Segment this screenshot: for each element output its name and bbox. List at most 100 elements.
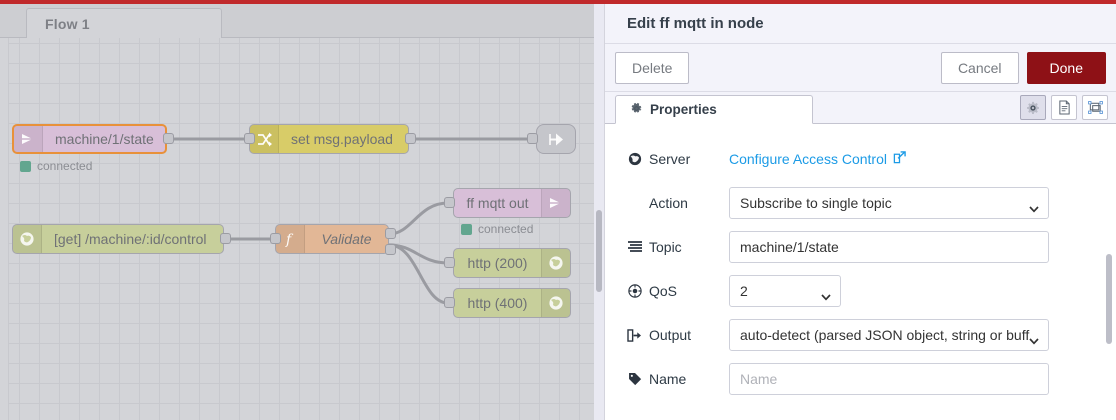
- cancel-button[interactable]: Cancel: [940, 51, 1019, 84]
- edit-node-panel: Edit ff mqtt in node Delete Cancel Done …: [604, 4, 1116, 420]
- workspace-scrollbar[interactable]: [594, 4, 604, 420]
- topic-label-text: Topic: [649, 239, 682, 255]
- chevron-down-icon: [1029, 200, 1039, 213]
- tab-properties-label: Properties: [650, 102, 717, 117]
- node-change-output-port[interactable]: [405, 133, 416, 144]
- node-change[interactable]: set msg.payload: [249, 124, 409, 154]
- panel-tab-bar: Properties: [605, 92, 1116, 124]
- node-mqtt-in-status: connected: [20, 159, 92, 173]
- name-label-text: Name: [649, 371, 687, 387]
- output-label: Output: [627, 327, 729, 343]
- field-row-action: Action Subscribe to single topic: [605, 181, 1116, 225]
- topic-input-value: machine/1/state: [740, 239, 839, 255]
- output-select[interactable]: auto-detect (parsed JSON object, string …: [729, 319, 1049, 351]
- gear-icon: [630, 102, 643, 118]
- node-function-input-port[interactable]: [270, 233, 281, 244]
- action-select-value: Subscribe to single topic: [740, 195, 892, 211]
- node-link-out-input-port[interactable]: [527, 133, 538, 144]
- appearance-icon-button[interactable]: [1082, 95, 1108, 120]
- node-link-out[interactable]: [536, 124, 576, 154]
- qos-select[interactable]: 2: [729, 275, 841, 307]
- node-function[interactable]: f Validate: [275, 224, 389, 254]
- node-mqtt-out-status: connected: [461, 222, 533, 236]
- status-dot-green: [461, 223, 472, 235]
- done-button[interactable]: Done: [1026, 51, 1106, 84]
- node-mqtt-in-label: machine/1/state: [55, 131, 154, 147]
- node-http-in[interactable]: [get] /machine/:id/control: [12, 224, 224, 254]
- link-out-icon: [537, 131, 575, 148]
- node-http-200-input-port[interactable]: [444, 257, 455, 268]
- globe-icon: [541, 289, 570, 317]
- delete-button[interactable]: Delete: [615, 51, 690, 84]
- flow-tab-label: Flow 1: [45, 15, 90, 32]
- field-row-topic: Topic machine/1/state: [605, 225, 1116, 269]
- field-row-output: Output auto-detect (parsed JSON object, …: [605, 313, 1116, 357]
- configure-access-control-text: Configure Access Control: [729, 151, 887, 167]
- gear-icon-button[interactable]: [1020, 95, 1046, 120]
- workspace-scrollbar-thumb[interactable]: [596, 210, 602, 292]
- node-mqtt-out-input-port[interactable]: [444, 197, 455, 208]
- globe-icon: [13, 225, 42, 253]
- mqtt-icon: [14, 126, 43, 152]
- globe-icon: [541, 249, 570, 277]
- node-http-400[interactable]: http (400): [453, 288, 571, 318]
- flow-tab-flow-1[interactable]: Flow 1: [26, 8, 222, 38]
- node-http-400-label: http (400): [467, 295, 528, 311]
- name-input-placeholder: Name: [740, 371, 778, 387]
- server-label-text: Server: [649, 151, 691, 167]
- canvas-gutter: [0, 38, 9, 420]
- mqtt-icon: [541, 189, 570, 217]
- description-icon-button[interactable]: [1051, 95, 1077, 120]
- node-mqtt-out[interactable]: ff mqtt out: [453, 188, 571, 218]
- node-function-label: Validate: [321, 231, 372, 247]
- tag-icon: [627, 372, 642, 386]
- node-http-200[interactable]: http (200): [453, 248, 571, 278]
- panel-scrollbar-thumb[interactable]: [1106, 254, 1112, 344]
- output-label-text: Output: [649, 327, 692, 343]
- action-select[interactable]: Subscribe to single topic: [729, 187, 1049, 219]
- svg-text:f: f: [285, 232, 294, 247]
- node-function-output-port-1[interactable]: [385, 228, 396, 239]
- configure-access-control-link[interactable]: Configure Access Control: [729, 151, 906, 167]
- tab-properties[interactable]: Properties: [615, 95, 813, 124]
- panel-header: Edit ff mqtt in node: [605, 4, 1116, 44]
- action-label: Action: [627, 195, 729, 211]
- wire-function-to-http400: [388, 243, 449, 305]
- node-function-output-port-2[interactable]: [385, 244, 396, 255]
- output-select-value: auto-detect (parsed JSON object, string …: [740, 327, 1030, 343]
- node-http-200-label: http (200): [467, 255, 528, 271]
- server-label: Server: [627, 151, 729, 167]
- field-row-server: Server Configure Access Control: [605, 137, 1116, 181]
- action-label-text: Action: [649, 195, 688, 211]
- node-change-input-port[interactable]: [244, 133, 255, 144]
- wire-function-to-mqttout: [388, 201, 449, 236]
- node-change-label: set msg.payload: [291, 131, 393, 147]
- qos-label-text: QoS: [649, 283, 678, 299]
- globe-icon: [627, 152, 642, 166]
- name-input[interactable]: Name: [729, 363, 1049, 395]
- qos-select-value: 2: [740, 283, 748, 299]
- chevron-down-icon: [821, 288, 831, 301]
- flow-canvas[interactable]: machine/1/state connected set msg.payloa: [0, 38, 600, 420]
- panel-title-text: Edit ff mqtt in node: [627, 15, 764, 32]
- panel-scrollbar[interactable]: [1105, 8, 1114, 420]
- node-http-in-label: [get] /machine/:id/control: [54, 231, 207, 247]
- field-row-name: Name Name: [605, 357, 1116, 401]
- node-mqtt-in-status-label: connected: [37, 159, 93, 173]
- node-mqtt-in[interactable]: machine/1/state: [12, 124, 167, 154]
- panel-tab-icon-group: [1020, 95, 1108, 120]
- external-link-icon: [893, 151, 906, 167]
- flow-workspace[interactable]: Flow 1 mac: [0, 4, 600, 420]
- field-row-qos: QoS 2: [605, 269, 1116, 313]
- sign-out-icon: [627, 328, 642, 342]
- flow-tab-bar: Flow 1: [0, 4, 600, 38]
- topic-label: Topic: [627, 239, 729, 255]
- status-dot-green: [20, 160, 31, 172]
- topic-input[interactable]: machine/1/state: [729, 231, 1049, 263]
- node-http-in-output-port[interactable]: [220, 233, 231, 244]
- change-icon: [250, 125, 279, 153]
- node-http-400-input-port[interactable]: [444, 297, 455, 308]
- qos-label: QoS: [627, 283, 729, 299]
- node-mqtt-in-output-port[interactable]: [163, 133, 174, 144]
